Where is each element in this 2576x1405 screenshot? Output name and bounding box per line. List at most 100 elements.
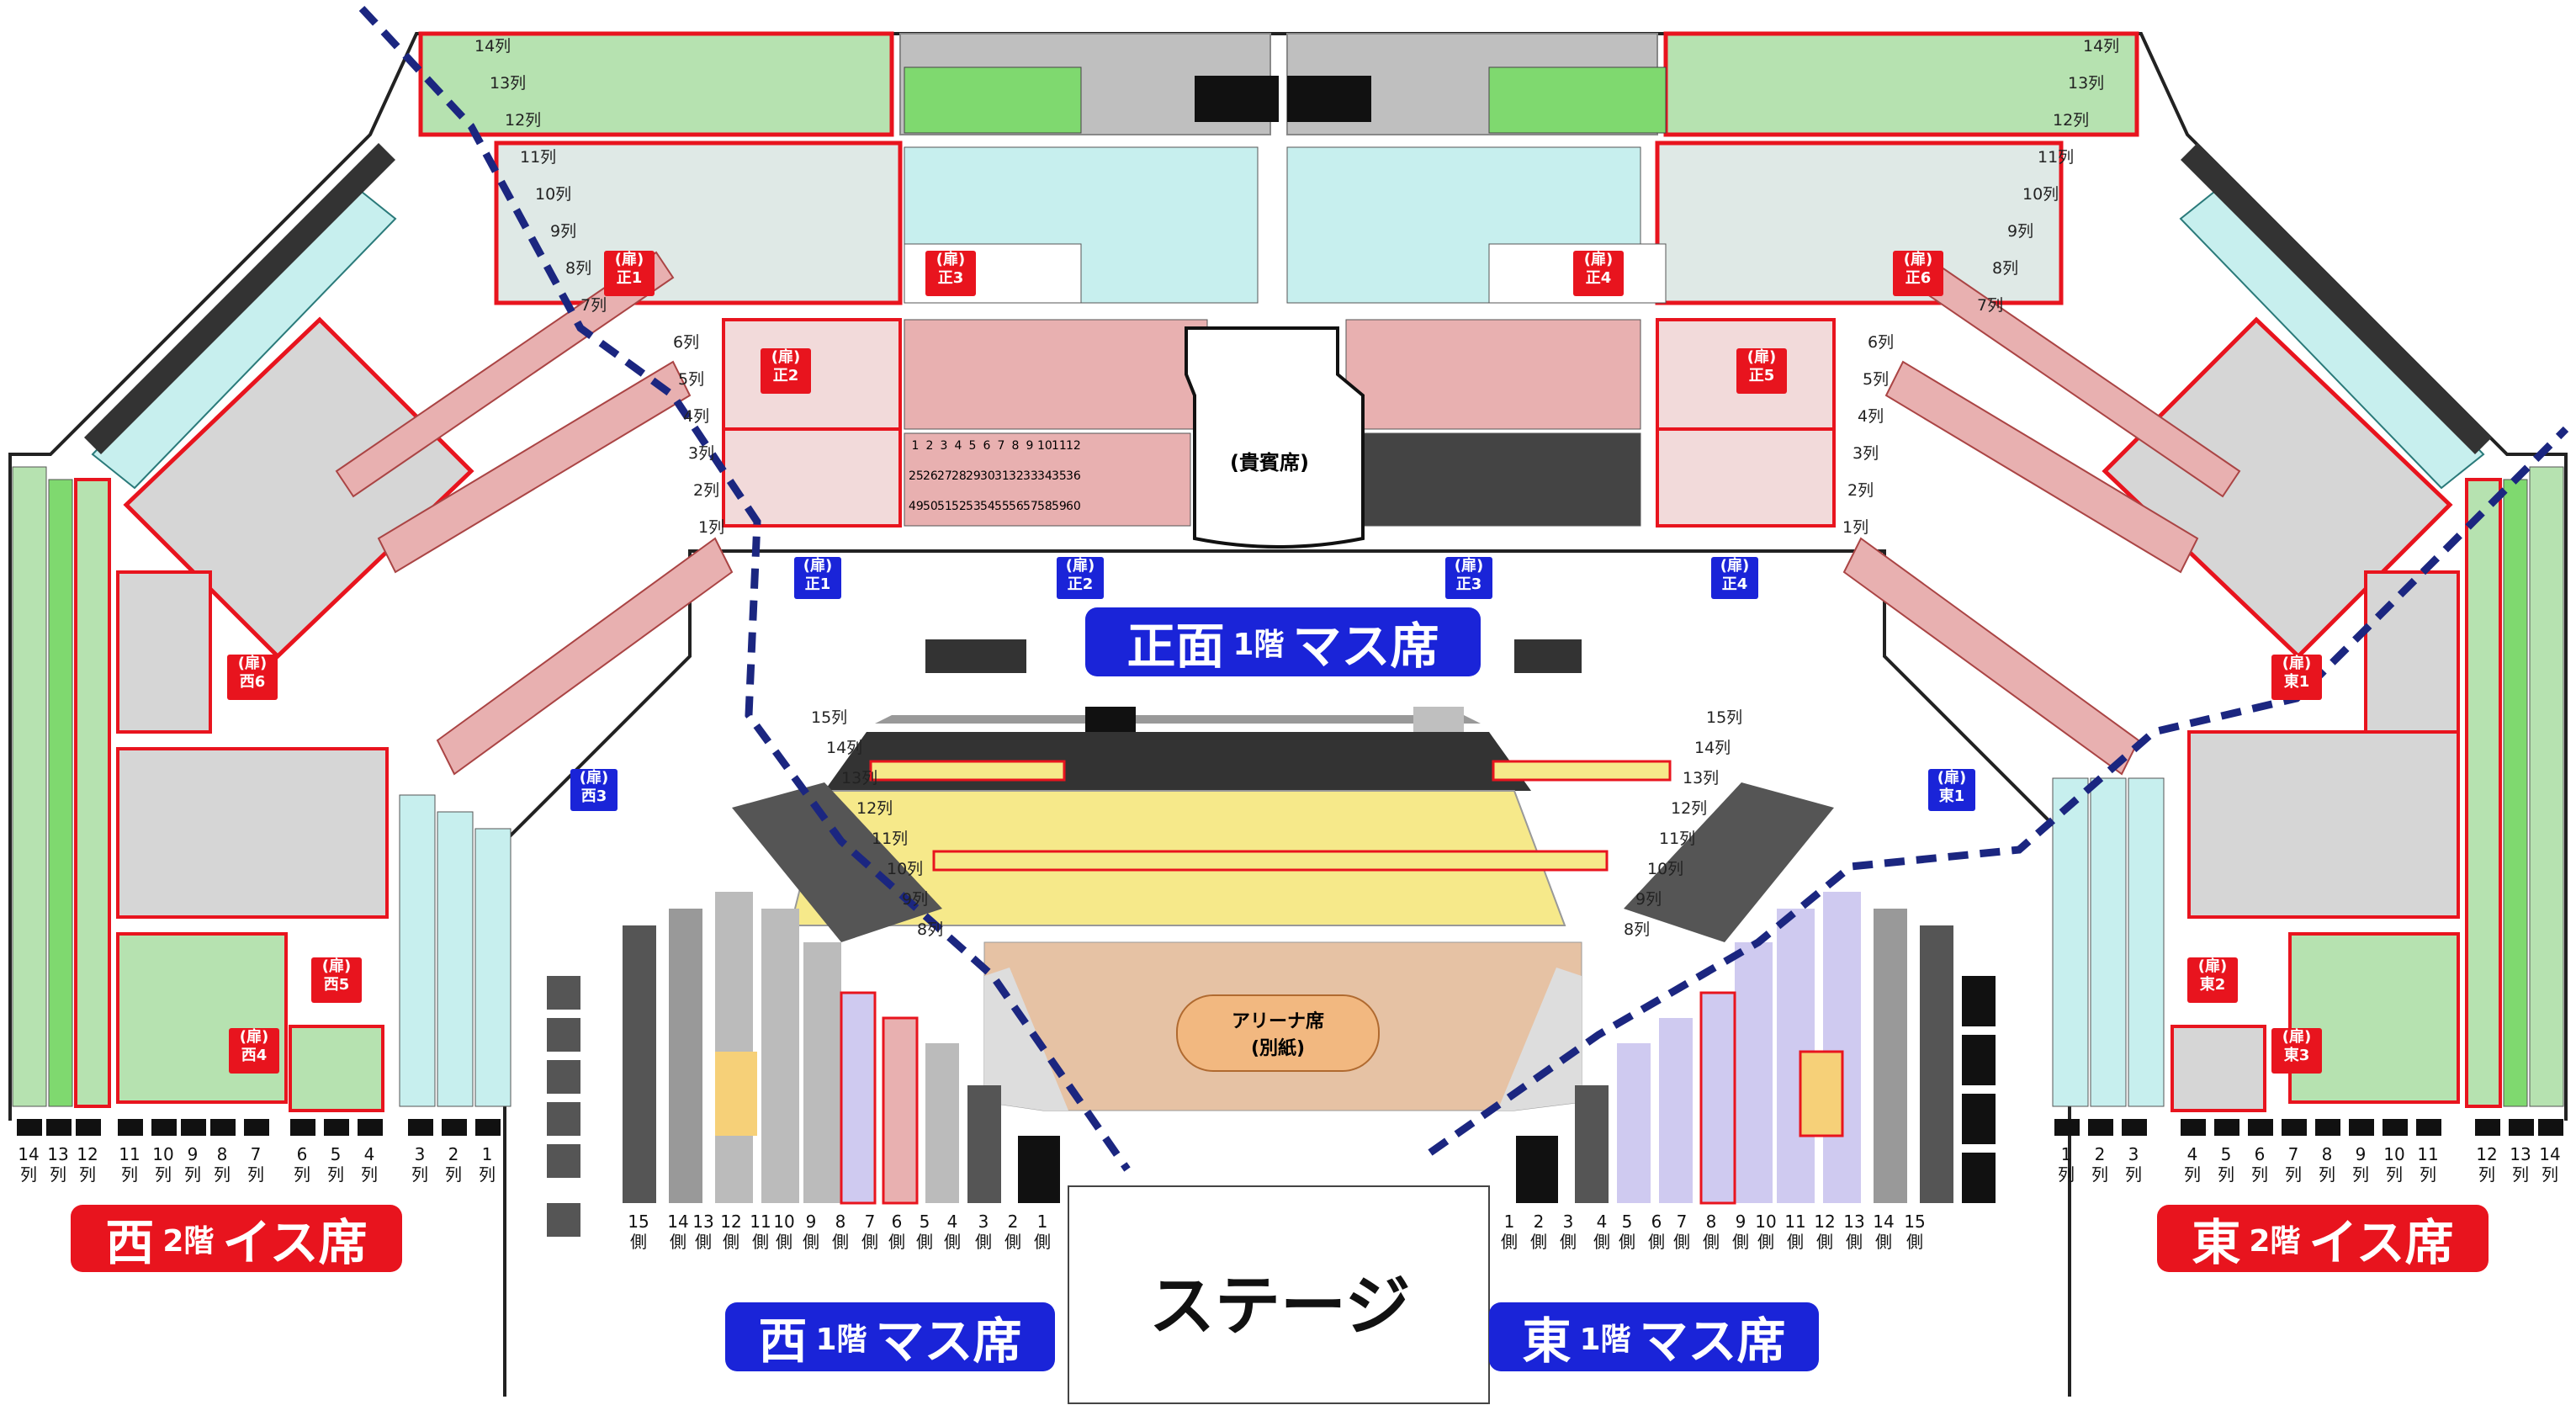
seat-number: 36 [1066,469,1081,483]
door-label-bottom: 正6 [1905,269,1932,287]
east-side-label: 13側 [1843,1211,1865,1252]
east-col-markers [2054,1119,2563,1136]
east-col-label: 3列 [2125,1144,2142,1185]
seat-number: 50 [923,500,938,513]
row-label: 8列 [565,259,592,278]
door-label-bottom: 西3 [580,787,607,805]
seat-number: 8 [1011,439,1020,453]
seat-number: 26 [923,469,938,483]
east-col-label: 14列 [2539,1144,2561,1185]
west-col-label: 1列 [479,1144,496,1185]
door-east-1: (扉)東1 [2271,655,2322,700]
east-side-label: 7側 [1673,1211,1690,1252]
masu-row-label: 8列 [917,920,944,939]
seat-number: 49 [909,500,924,513]
seat-number: 53 [966,500,981,513]
east-chair-title-tail: イス席 [2308,1214,2454,1271]
west-col-markers [17,1119,501,1136]
door-west-4: (扉)西4 [229,1028,279,1074]
east-side-label: 1側 [1501,1211,1518,1252]
east-chair-title: 東 2階 イス席 [2157,1205,2489,1272]
row-label: 7列 [1977,296,2004,315]
row-label: 7列 [580,296,607,315]
seat-number: 29 [966,469,981,483]
west-col-label: 2列 [445,1144,462,1185]
door-blue-front-3: (扉)正3 [1445,557,1492,599]
seat-number: 7 [997,439,1005,453]
masu-row-label: 12列 [856,799,893,818]
inner-wall [503,549,2071,1397]
door-label-bottom: 東3 [2283,1047,2310,1064]
east-masu-side [1516,892,1996,1205]
door-blue-west-3: (扉)西3 [570,769,617,811]
seat-number: 55 [994,500,1010,513]
east-side-label: 5側 [1619,1211,1635,1252]
door-label-top: (扉) [2282,1028,2312,1046]
seat-number: 9 [1026,439,1034,453]
row-label: 3列 [688,444,715,463]
west-masu-title: 西 1階 マス席 [725,1302,1055,1371]
west-masu-side [547,892,1060,1237]
west-masu-title-big: 西 [758,1312,808,1370]
east-masu-title: 東 1階 マス席 [1489,1302,1819,1371]
door-label-top: (扉) [1454,557,1484,575]
masu-row-label: 11列 [1659,830,1696,848]
east-side-label: 2側 [1530,1211,1547,1252]
door-front-6: (扉)正6 [1893,251,1943,296]
west-side-label: 15側 [628,1211,649,1252]
masu-row-label: 9列 [902,890,929,909]
door-label-top: (扉) [803,557,833,575]
east-2f-diagonal [1842,143,2492,776]
row-label: 13列 [2068,74,2105,93]
east-side-label: 10側 [1755,1211,1777,1252]
front-masu-title-tail: マス席 [1292,618,1439,675]
masu-row-label: 15列 [811,708,848,727]
west-side-label: 1側 [1034,1211,1051,1252]
west-col-label: 6列 [294,1144,310,1185]
west-col-label: 12列 [77,1144,98,1185]
row-label: 11列 [520,148,557,167]
west-masu-title-tail: マス席 [875,1312,1022,1370]
east-col-label: 6列 [2251,1144,2268,1185]
row-label: 12列 [505,111,542,130]
east-masu-title-tail: マス席 [1639,1312,1786,1370]
east-chair-title-small: 2階 [2249,1224,2301,1259]
seat-number: 33 [1023,469,1038,483]
seat-number: 30 [980,469,995,483]
seat-number: 2 [925,439,934,453]
east-2f-columns [2052,466,2564,1112]
west-side-label: 5側 [916,1211,933,1252]
seat-number: 27 [937,469,952,483]
west-chair-title: 西 2階 イス席 [71,1205,402,1272]
west-side-label: 10側 [773,1211,795,1252]
masu-row-label: 13列 [841,769,878,787]
east-col-label: 11列 [2417,1144,2439,1185]
front-2f-block [418,31,2139,137]
door-label-bottom: 東1 [2283,673,2310,691]
row-label: 8列 [1992,259,2019,278]
door-front-2: (扉)正2 [761,348,811,394]
door-front-5: (扉)正5 [1736,348,1787,394]
door-label-bottom: 正5 [1748,367,1775,384]
door-label-top: (扉) [1903,251,1933,268]
west-col-label: 8列 [214,1144,231,1185]
masu-row-label: 10列 [1647,860,1684,878]
seat-number: 34 [1037,469,1052,483]
arena-label: アリーナ席 (別紙) [1176,994,1380,1072]
west-col-label: 7列 [247,1144,264,1185]
row-label: 10列 [535,185,572,204]
seat-number: 35 [1052,469,1067,483]
west-side-label: 6側 [888,1211,905,1252]
door-label-bottom: 正2 [772,367,799,384]
door-blue-front-1: (扉)正1 [794,557,841,599]
masu-row-label: 14列 [826,739,863,757]
seat-number: 60 [1066,500,1081,513]
west-side-label: 12側 [720,1211,742,1252]
seat-number: 11 [1052,439,1067,453]
seat-number: 6 [983,439,991,453]
door-label-top: (扉) [321,957,352,975]
row-label: 11列 [2038,148,2075,167]
east-col-label: 10列 [2383,1144,2405,1185]
door-label-bottom: 西5 [323,976,350,994]
